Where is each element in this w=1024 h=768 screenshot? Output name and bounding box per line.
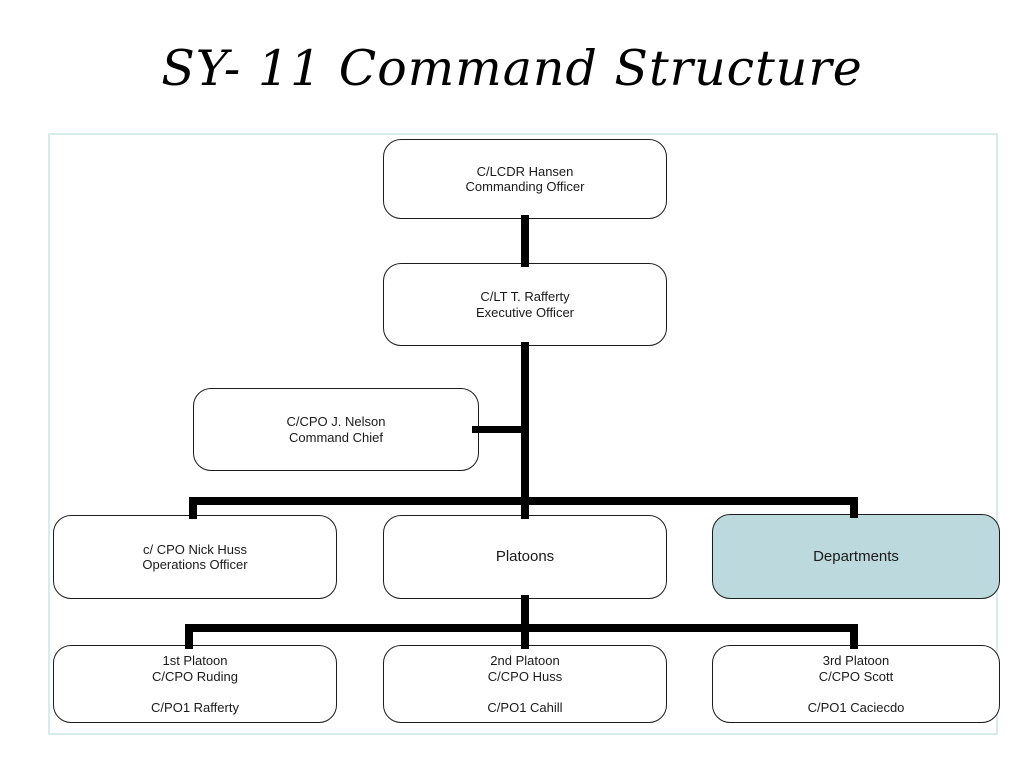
org-box-executive-officer: C/LT T. Rafferty Executive Officer [383,263,667,346]
connector-row4-right-stub [850,624,858,649]
org-box-line: Commanding Officer [465,179,585,194]
connector-co-to-xo [521,215,529,267]
org-box-line: C/CPO Ruding [152,668,238,684]
connector-command-chief [472,426,525,433]
org-box-line: C/CPO Scott [818,668,894,684]
connector-row3-right-stub [850,497,858,518]
org-box-line: C/CPO J. Nelson [286,414,386,429]
org-box-third-platoon: 3rd Platoon C/CPO Scott C/PO1 Caciecdo [712,645,1000,723]
org-box-line: 1st Platoon [162,653,228,668]
org-box-line: C/PO1 Caciecdo [807,699,905,715]
org-box-line: C/LCDR Hansen [476,163,574,179]
slide-title: SY- 11 Command Structure [161,40,863,97]
org-box-line: c/ CPO Nick Huss [142,541,247,557]
org-box-line: 3rd Platoon [822,653,890,668]
connector-platoons-trunk [521,595,529,649]
org-box-line: C/CPO Huss [487,668,563,684]
org-box-line: C/LT T. Rafferty [480,289,570,304]
org-box-platoons: Platoons [383,515,667,599]
chart-frame [48,133,998,735]
org-box-line: C/PO1 Rafferty [151,699,239,715]
org-box-line: Platoons [495,548,555,566]
org-box-line: 2nd Platoon [490,653,560,668]
org-box-first-platoon: 1st Platoon C/CPO Ruding C/PO1 Rafferty [53,645,337,723]
connector-xo-trunk [521,342,529,519]
org-box-line: Command Chief [289,429,383,445]
connector-row3-bus [189,497,858,505]
org-box-line: Operations Officer [142,557,248,572]
connector-row4-left-stub [185,624,193,649]
org-box-line: Executive Officer [475,304,575,320]
org-box-operations-officer: c/ CPO Nick Huss Operations Officer [53,515,337,599]
org-box-second-platoon: 2nd Platoon C/CPO Huss C/PO1 Cahill [383,645,667,723]
org-box-line: Departments [813,547,899,565]
org-box-command-chief: C/CPO J. Nelson Command Chief [193,388,479,471]
org-box-departments: Departments [712,514,1000,599]
org-box-commanding-officer: C/LCDR Hansen Commanding Officer [383,139,667,219]
org-box-line: C/PO1 Cahill [487,699,563,715]
connector-row3-left-stub [189,497,197,519]
connector-row4-bus [185,624,858,632]
